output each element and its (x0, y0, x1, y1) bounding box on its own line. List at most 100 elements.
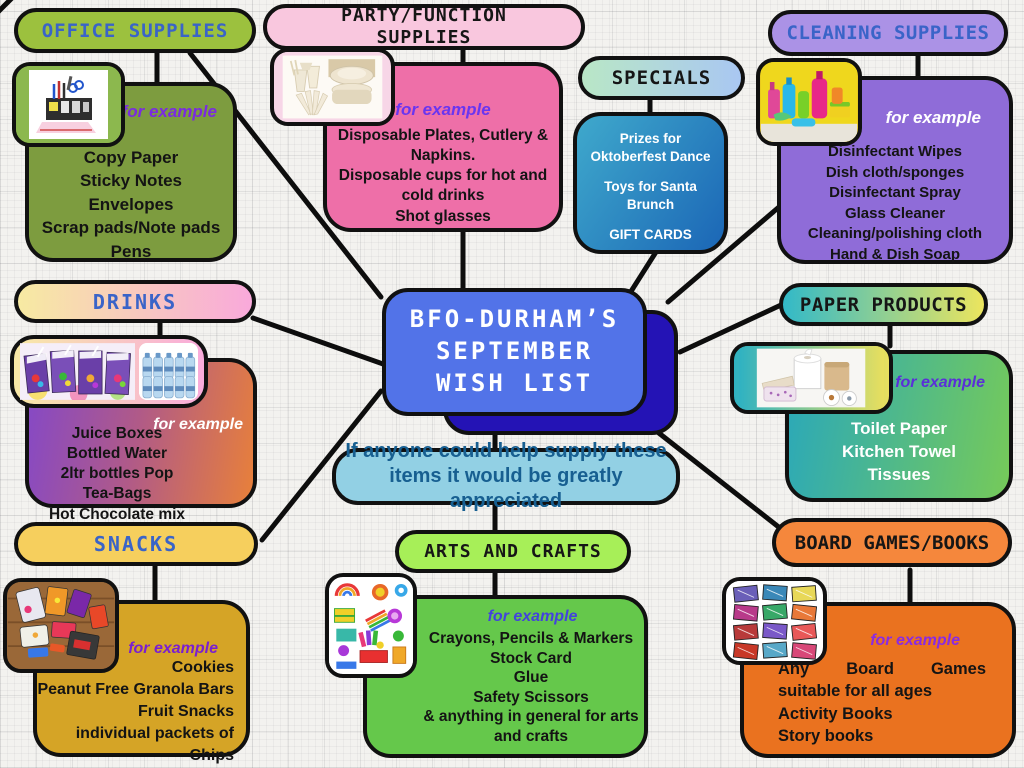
snacks-photo (3, 578, 119, 673)
center-title-node: BFO-DURHAM’S SEPTEMBER WISH LIST (382, 288, 647, 416)
snacks-for-example-label: for example (128, 640, 218, 657)
snacks-item: Peanut Free Granola Bars (37, 681, 234, 699)
office-item: Sticky Notes (79, 171, 183, 191)
party-item: Disposable Plates, Cutlery & Napkins. (337, 127, 549, 165)
party-header-line2: SUPPLIES (376, 27, 472, 48)
cleaning-item: Disinfectant Wipes (827, 143, 963, 160)
party-items-list: Disposable Plates, Cutlery & Napkins. Di… (333, 126, 553, 227)
snacks-header-label: SNACKS (93, 532, 179, 556)
office-supplies-photo (12, 62, 125, 147)
bottled-water-photo (139, 343, 198, 400)
office-supplies-node: for example Copy Paper Sticky Notes Enve… (25, 82, 237, 262)
juice-boxes-photo (20, 343, 136, 400)
cleaning-item: Hand & Dish Soap (829, 245, 960, 263)
board-item: Story books (778, 726, 874, 745)
party-for-example-label: for example (395, 100, 491, 119)
note-line1: If anyone could help supply these (345, 440, 667, 462)
arts-and-crafts-node: for example Crayons, Pencils & Markers S… (363, 595, 648, 758)
drinks-item: Bottled Water (66, 445, 168, 463)
cleaning-items-list: Disinfectant Wipes Dish cloth/sponges Di… (781, 142, 1009, 265)
arts-item: Glue (513, 669, 549, 687)
office-items-list: Copy Paper Sticky Notes Envelopes Scrap … (29, 146, 233, 263)
specials-item: Toys for Santa Brunch (604, 179, 697, 212)
cleaning-item: Disinfectant Spray (829, 184, 961, 202)
board-for-example-label: for example (870, 632, 960, 649)
cleaning-supplies-header: CLEANING SUPPLIES (768, 10, 1008, 56)
party-item: Shot glasses (395, 207, 491, 225)
drinks-items-list: Juice Boxes Bottled Water 2ltr bottles P… (33, 424, 201, 525)
arts-item: Crayons, Pencils & Markers (428, 630, 634, 647)
arts-item: Safety Scissors (473, 688, 589, 706)
snacks-items-list: Cookies Peanut Free Granola Bars Fruit S… (37, 657, 234, 767)
center-title-line1: BFO-DURHAM’S (409, 305, 620, 334)
cleaning-item: Dish cloth/sponges (825, 163, 965, 181)
office-supplies-header-label: OFFICE SUPPLIES (41, 19, 229, 42)
drinks-photos-frame (10, 335, 208, 408)
paper-products-photo (730, 342, 893, 414)
paper-for-example-label: for example (895, 374, 985, 391)
connector-drinks-center (250, 315, 386, 367)
party-supplies-header: PARTY/FUNCTION SUPPLIES (263, 4, 585, 50)
office-for-example-label: for example (121, 102, 217, 121)
arts-and-crafts-header: ARTS AND CRAFTS (395, 530, 631, 573)
cleaning-supplies-photo (756, 58, 862, 146)
snacks-item: Cookies (171, 659, 234, 676)
paper-header-label: PAPER PRODUCTS (799, 293, 968, 316)
office-item: Copy Paper (83, 148, 179, 167)
party-header-line1: PARTY/FUNCTION (341, 5, 507, 27)
note-line2: items it would be greatly appreciated (389, 465, 623, 512)
party-supplies-photo (270, 48, 395, 126)
board-games-books-header: BOARD GAMES/BOOKS (772, 518, 1012, 567)
board-item: Activity Books (778, 704, 893, 723)
cleaning-for-example-label: for example (885, 108, 981, 127)
appreciation-note: If anyone could help supply these items … (332, 440, 680, 512)
drinks-header-label: DRINKS (92, 289, 178, 314)
connector-specials-center (627, 249, 659, 296)
board-games-photo (722, 577, 827, 665)
board-item: Any Board Games suitable for all ages (778, 660, 986, 701)
paper-item: Tissues (867, 464, 931, 484)
specials-header: SPECIALS (578, 56, 745, 100)
connector-cleaning-center (665, 204, 782, 305)
paper-products-header: PAPER PRODUCTS (779, 283, 988, 326)
center-title-line3: WISH LIST (435, 368, 594, 397)
office-supplies-header: OFFICE SUPPLIES (14, 8, 256, 53)
arts-for-example-label: for example (487, 608, 578, 625)
connector-paper-center (677, 302, 784, 355)
arts-items-list: Crayons, Pencils & Markers Stock Card Gl… (422, 629, 640, 746)
drinks-for-example-label: for example (153, 416, 243, 433)
connector-snacks-center (259, 388, 384, 543)
cleaning-item: Cleaning/polishing cloth (807, 225, 983, 243)
board-header-label: BOARD GAMES/BOOKS (794, 531, 990, 554)
center-title-line2: SEPTEMBER (435, 337, 594, 366)
paper-items-list: Toilet Paper Kitchen Towel Tissues (789, 418, 1009, 487)
snacks-item: Fruit Snacks (137, 703, 234, 721)
arts-header-label: ARTS AND CRAFTS (424, 541, 602, 562)
specials-node: Prizes for Oktoberfest Dance Toys for Sa… (573, 112, 728, 254)
drinks-item: Hot Chocolate mix (48, 505, 186, 523)
specials-header-label: SPECIALS (611, 67, 712, 89)
board-items-list: Any Board Games suitable for all ages Ac… (778, 658, 986, 747)
snacks-item: individual packets of Chips (75, 725, 234, 765)
specials-items-list: Prizes for Oktoberfest Dance Toys for Sa… (581, 130, 720, 257)
drinks-item: 2ltr bottles Pop (60, 465, 174, 483)
connector-board-center (652, 427, 788, 535)
snacks-header: SNACKS (14, 522, 258, 566)
paper-item: Toilet Paper (850, 419, 948, 438)
cleaning-header-label: CLEANING SUPPLIES (786, 22, 990, 44)
arts-item: & anything in general for arts and craft… (423, 708, 639, 745)
office-item: Pens (110, 241, 152, 261)
arts-item: Stock Card (490, 649, 572, 667)
drinks-item: Tea-Bags (82, 485, 152, 503)
office-item: Scrap pads/Note pads (41, 218, 221, 238)
arts-and-crafts-photo (325, 573, 417, 678)
board-games-books-node: for example Any Board Games suitable for… (740, 602, 1016, 758)
specials-item: Prizes for Oktoberfest Dance (590, 131, 711, 164)
cleaning-item: Glass Cleaner (844, 204, 946, 222)
drinks-header: DRINKS (14, 280, 256, 323)
office-item: Envelopes (88, 194, 174, 214)
connector-corner-decoration (0, 0, 14, 14)
specials-item: GIFT CARDS (609, 227, 692, 243)
drinks-item: Juice Boxes (71, 425, 163, 442)
